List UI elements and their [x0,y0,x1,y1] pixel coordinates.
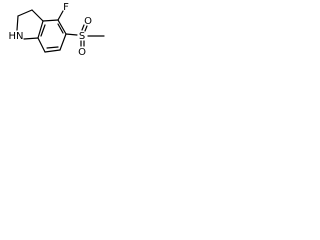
atom-oxygen-bottom: O [78,47,86,58]
double-bond-c4-c5 [57,23,64,34]
atom-fluorine: F [63,2,69,13]
structure-canvas: F S O O HN [0,0,116,68]
atom-nitrogen: HN [9,31,24,42]
bond-c2-c3 [17,9,33,17]
bond-c6-c7 [44,49,61,53]
atom-oxygen-top: O [84,16,92,27]
bond-c3a-c7a [37,20,44,39]
atom-sulfur: S [79,31,85,42]
bond-c5-c6 [59,33,67,51]
bond-s-o-top-a [81,24,85,31]
bond-s-o-top-b [84,25,88,32]
bond-c4-f [57,10,64,21]
bond-c7-c7a [37,37,46,53]
bond-c2-n1 [16,15,19,31]
bond-c3-c3a [31,9,44,22]
bond-c5-s [65,33,78,36]
molecule-structure: F S O O HN [9,2,105,58]
bond-c4-c5 [57,19,67,35]
bond-n1-c7a [23,37,39,40]
double-bond-c6-c7 [46,46,59,49]
bond-c3a-c4 [42,19,59,22]
double-bond-c3a-c7a [40,24,46,37]
